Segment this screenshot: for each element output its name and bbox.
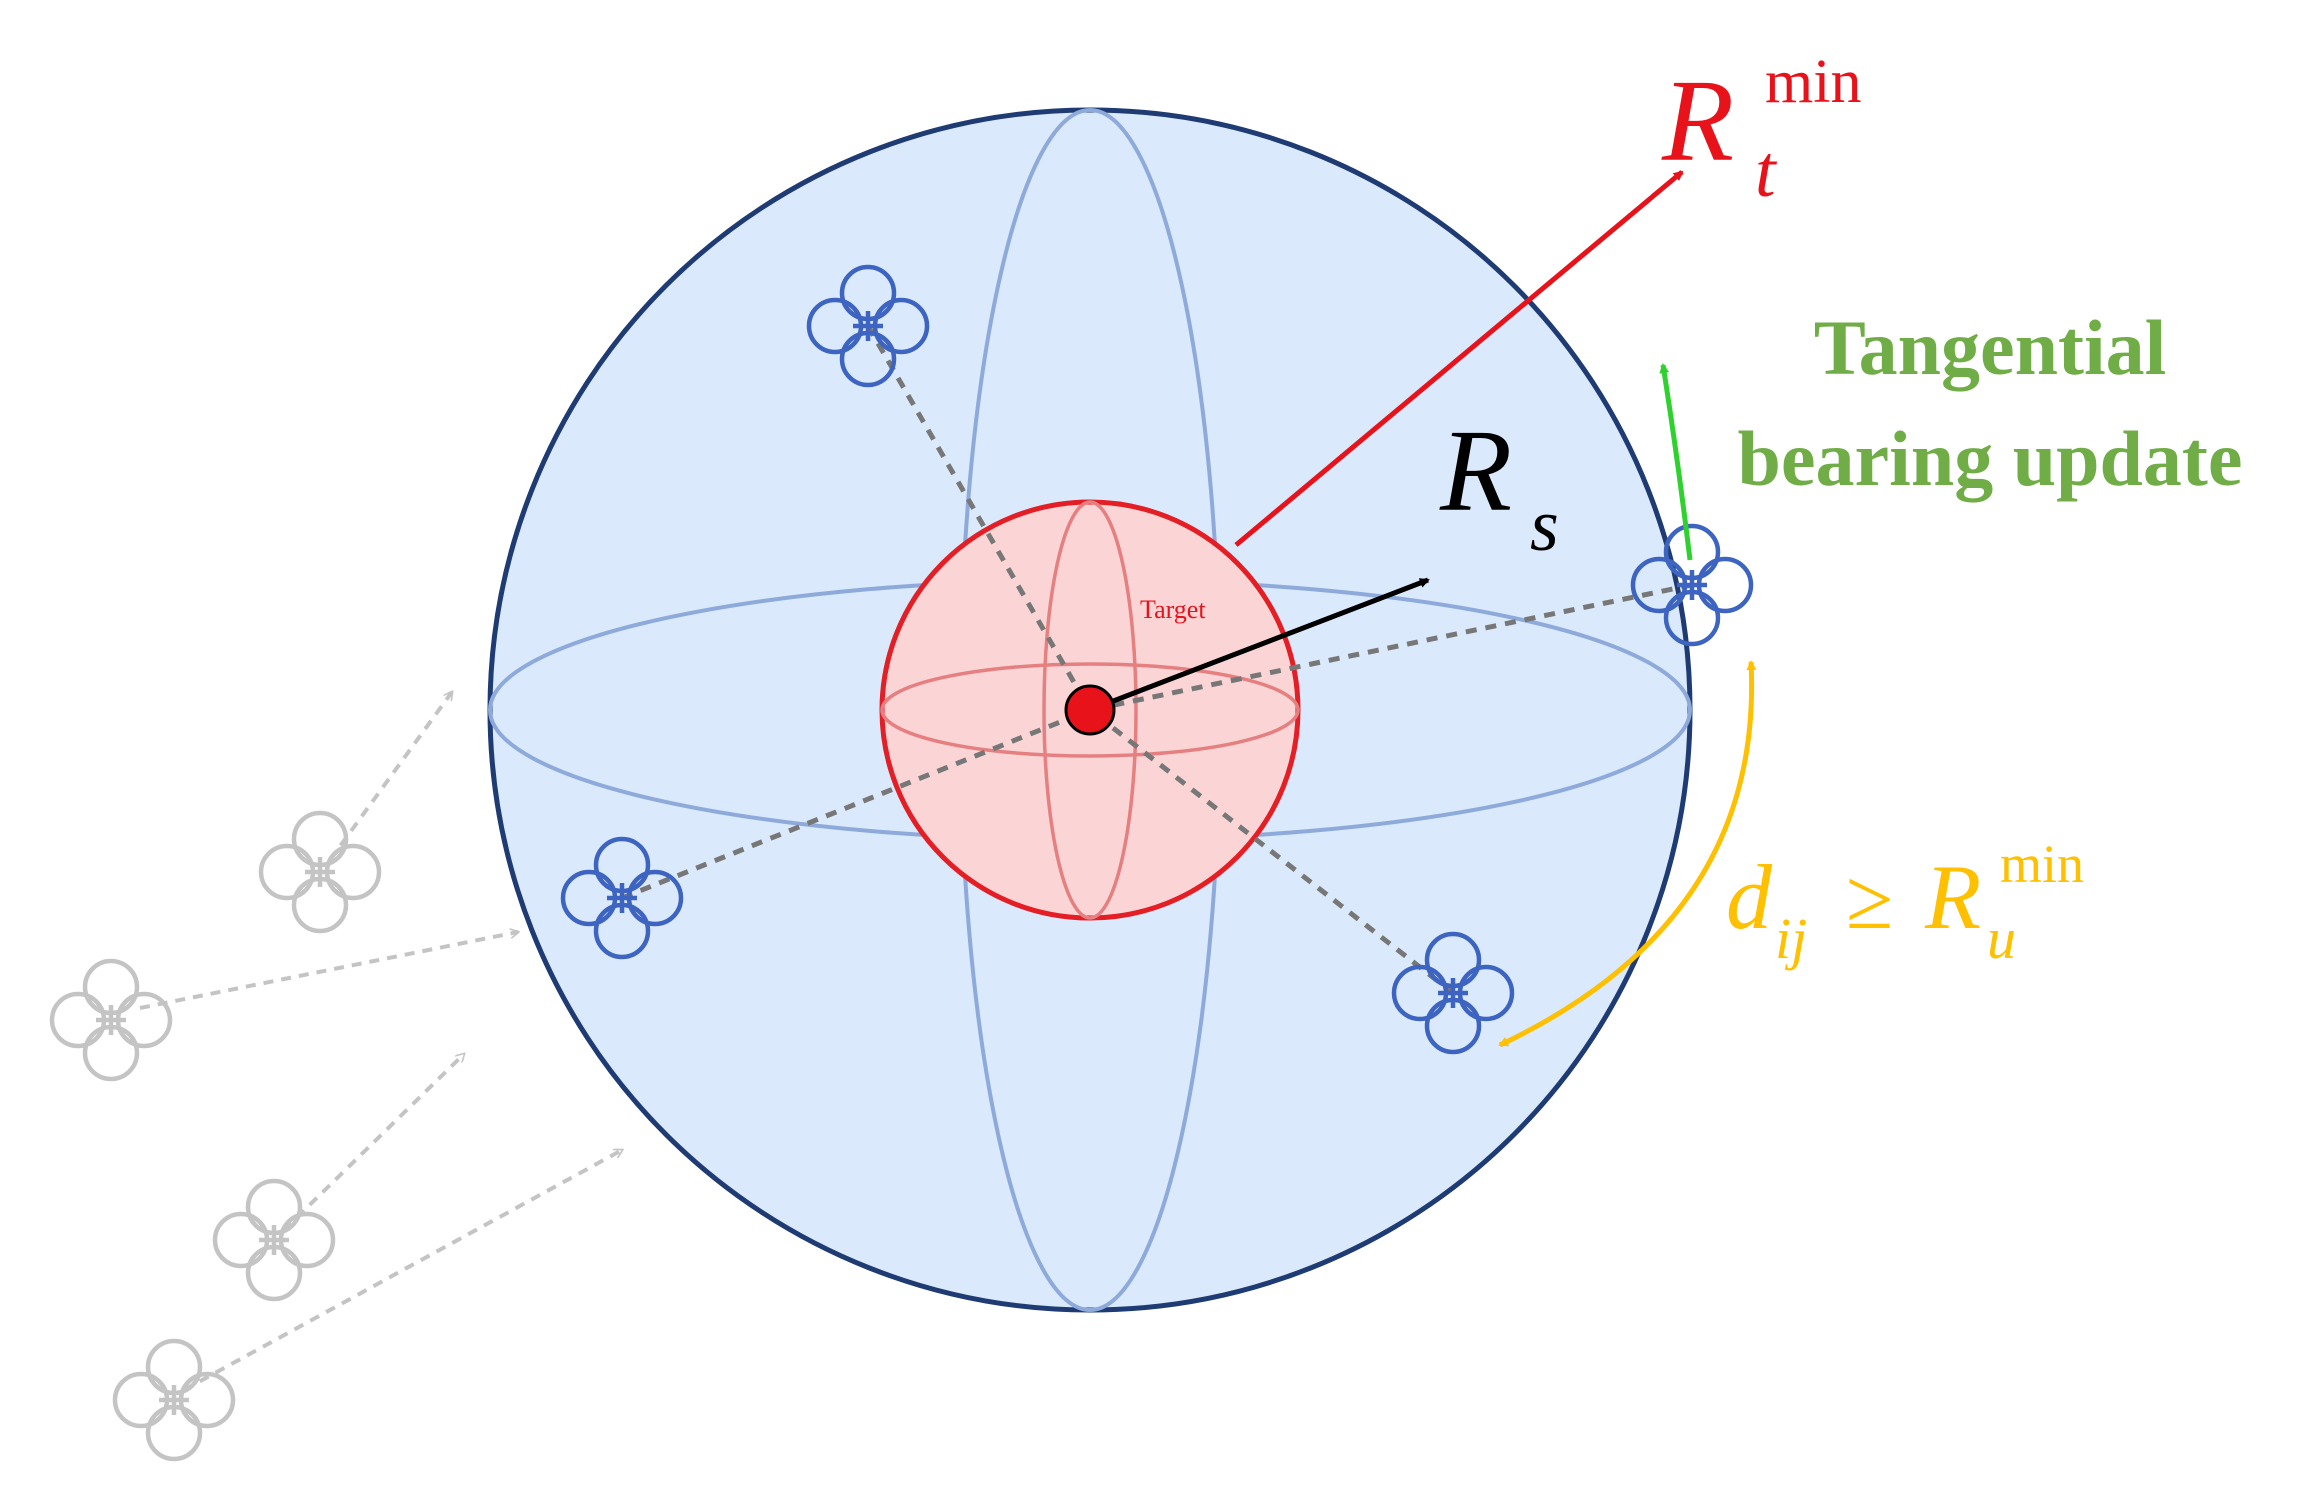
geq-symbol: ≥ (1846, 851, 1893, 947)
bearing-links (621, 324, 1693, 995)
d-main: d (1726, 846, 1773, 948)
r-s-label: R s (1439, 405, 1559, 567)
quadrotor-icon (212, 1178, 336, 1302)
approach-arrow (139, 932, 518, 1010)
quadrotor-icon (112, 1338, 236, 1462)
active-drones (560, 264, 1754, 1055)
bearing-link (1089, 582, 1693, 713)
r-t-min-label: R t min (1661, 48, 1861, 213)
bearing-link (1088, 708, 1455, 995)
quadrotor-icon (1630, 523, 1754, 647)
bearing-link (621, 707, 1091, 901)
r-t-min-sub: t (1755, 131, 1778, 213)
r-s-arrow (1089, 577, 1430, 713)
r-s-sub: s (1530, 485, 1559, 567)
tangential-label-line1: Tangential (1814, 304, 2167, 391)
r-u-main: R (1924, 846, 1981, 948)
r-u-sup: min (2000, 834, 2084, 894)
r-t-min-sup: min (1765, 48, 1861, 116)
target-sphere-equator (880, 662, 1300, 758)
quadrotor-icon (806, 264, 930, 388)
d-sub: ij (1775, 906, 1807, 971)
approach-arrow (183, 1148, 622, 1392)
tangential-label: Tangential bearing update (1738, 304, 2243, 502)
r-s-main: R (1439, 405, 1512, 536)
incoming-drones (49, 810, 382, 1462)
inter-drone-distance-arrow (1498, 660, 1757, 1048)
approach-arrow (282, 1054, 464, 1232)
bearing-link (865, 324, 1093, 712)
tangential-bearing-arrow (1659, 363, 1693, 561)
target-label: Target (1140, 595, 1206, 624)
target-sphere-meridian (1042, 500, 1138, 920)
quadrotor-icon (560, 836, 684, 960)
distance-constraint-label: d ij ≥ R u min (1726, 834, 2084, 971)
r-t-min-arrow (1234, 170, 1684, 547)
target-point-icon (1064, 684, 1116, 736)
r-t-min-main: R (1661, 55, 1734, 186)
quadrotor-icon (49, 958, 173, 1082)
tangential-label-line2: bearing update (1738, 415, 2243, 502)
approach-arrow (328, 692, 454, 862)
r-u-sub: u (1987, 906, 2016, 971)
incoming-trajectories (139, 692, 622, 1392)
quadrotor-icon (258, 810, 382, 934)
